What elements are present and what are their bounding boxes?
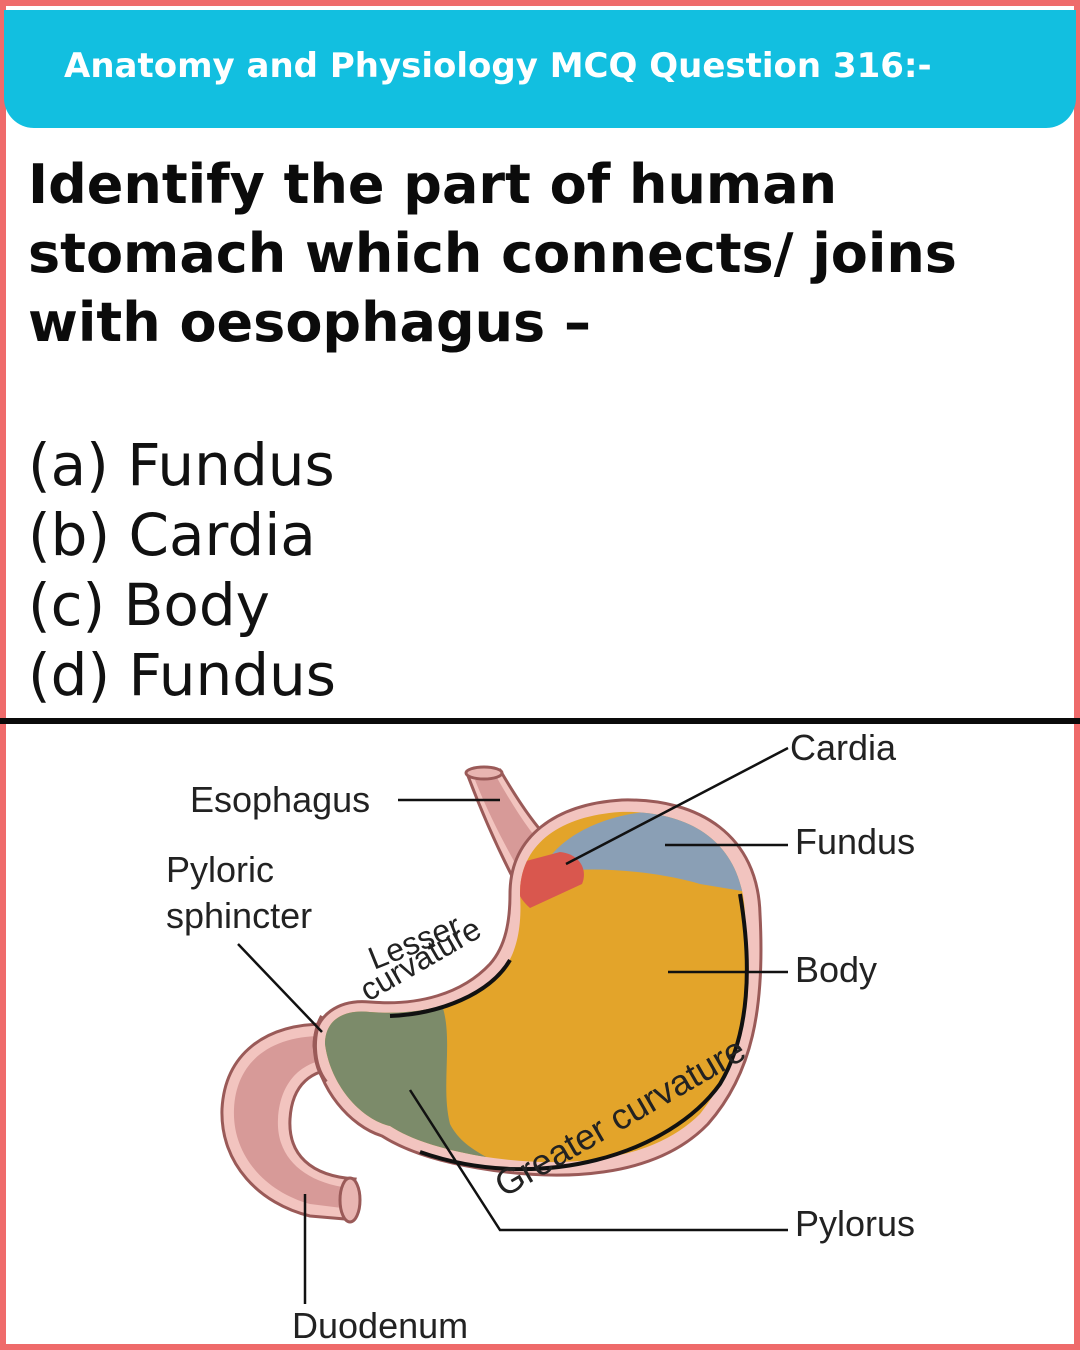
option-a[interactable]: (a) Fundus <box>28 431 335 499</box>
cardia-leader <box>565 746 789 866</box>
question-line: stomach which connects/ joins <box>28 222 957 285</box>
duodenum-label: Duodenum <box>292 1305 468 1344</box>
pyloric-sphincter-leader <box>237 943 323 1033</box>
pylorus-label: Pylorus <box>795 1203 915 1244</box>
option-b[interactable]: (b) Cardia <box>28 501 316 569</box>
lesser-curvature-arc <box>389 958 512 1018</box>
header-title: Anatomy and Physiology MCQ Question 316:… <box>64 46 932 86</box>
option-d[interactable]: (d) Fundus <box>28 641 337 709</box>
question-line: with oesophagus – <box>28 291 591 354</box>
cardia-label: Cardia <box>790 727 897 768</box>
pyloric-sphincter-ring <box>312 1015 328 1084</box>
option-c[interactable]: (c) Body <box>28 571 270 639</box>
question-line: Identify the part of human <box>28 153 838 216</box>
question-text: Identify the part of human stomach which… <box>28 150 1048 357</box>
header-banner <box>4 10 1076 128</box>
stomach-diagram: Cardia Esophagus Fundus Pyloric sphincte… <box>166 727 915 1344</box>
cardia-region <box>514 852 584 908</box>
pyloric-sphincter-label: sphincter <box>166 895 312 936</box>
greater-curvature-arc <box>419 893 749 1172</box>
divider-line <box>0 718 1080 724</box>
answer-options: (a) Fundus (b) Cardia (c) Body (d) Fundu… <box>28 430 928 710</box>
fundus-label: Fundus <box>795 821 915 862</box>
pylorus-leader <box>408 1089 788 1232</box>
duodenum-opening <box>338 1176 362 1224</box>
body-label: Body <box>795 949 877 990</box>
esophagus-opening <box>464 765 504 781</box>
esophagus-label: Esophagus <box>190 779 370 820</box>
pyloric-sphincter-label: Pyloric <box>166 849 274 890</box>
duodenum-inner <box>233 1036 349 1208</box>
